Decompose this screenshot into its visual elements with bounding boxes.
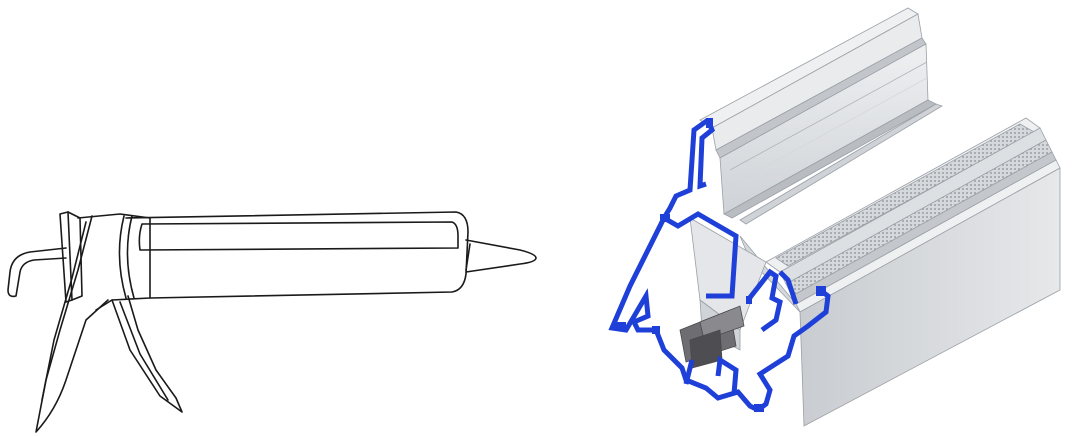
aluminum-window-profile-icon [608,7,1061,427]
caulking-gun-icon [7,211,537,433]
gun-frame [77,213,151,311]
thermal-break [679,305,745,369]
clamp-ring [118,215,127,299]
back-plate [59,211,73,303]
caulking-gun-illustration [7,211,537,433]
plunger-rod [7,247,67,298]
nozzle [465,239,537,273]
upper-rail [699,7,937,219]
barrel [125,211,469,299]
section-cut-fill [612,118,826,412]
barrel-window [138,221,459,251]
trigger [111,295,183,413]
window-profile-illustration [590,0,1075,436]
handle [35,215,109,433]
